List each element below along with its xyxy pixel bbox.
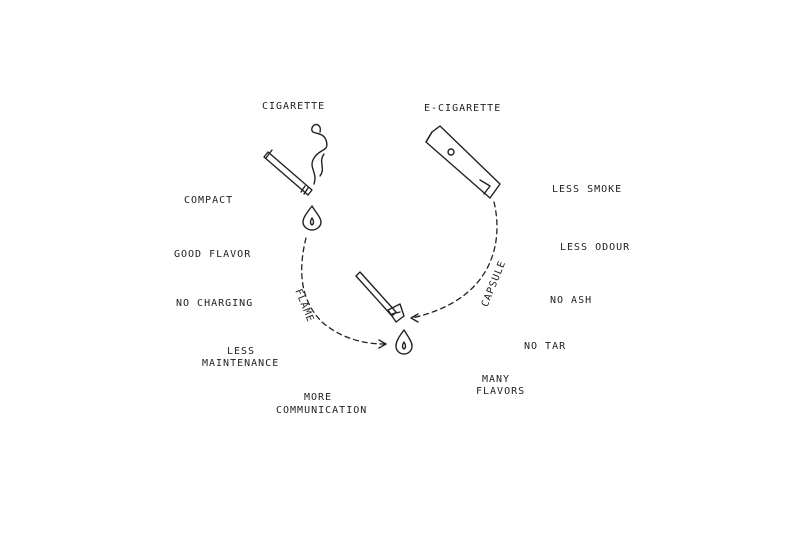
right-benefit-many: Many (482, 374, 511, 385)
cigarette-icon (263, 149, 313, 196)
left-benefit-less: Less (227, 346, 256, 357)
smoke-icon (311, 123, 328, 185)
flame-icon (302, 205, 322, 231)
title-e-cigarette: E-cigarette (424, 103, 502, 114)
left-benefit-communication: Communication (276, 405, 368, 416)
left-benefit-more: More (304, 392, 333, 403)
right-benefit-less-smoke: Less smoke (552, 184, 623, 195)
flame-icon (395, 329, 413, 355)
right-benefit-flavors: Flavors (476, 386, 526, 397)
right-benefit-no-tar: No tar (524, 341, 567, 352)
right-benefit-no-ash: No ash (550, 295, 593, 306)
right-benefit-less-odour: Less odour (560, 242, 631, 253)
arrow-head-flame (378, 339, 387, 349)
flame-path (301, 237, 385, 345)
heated-tobacco-stick-icon (355, 271, 405, 323)
left-benefit-compact: Compact (184, 195, 234, 206)
e-cigarette-icon (425, 125, 501, 199)
left-benefit-maintenance: Maintenance (202, 358, 280, 369)
left-benefit-no-charging: No charging (176, 298, 254, 309)
arrow-head-capsule (410, 313, 419, 323)
title-cigarette: Cigarette (262, 101, 326, 112)
left-benefit-good-flavor: Good flavor (174, 249, 252, 260)
capsule-path (411, 201, 498, 319)
